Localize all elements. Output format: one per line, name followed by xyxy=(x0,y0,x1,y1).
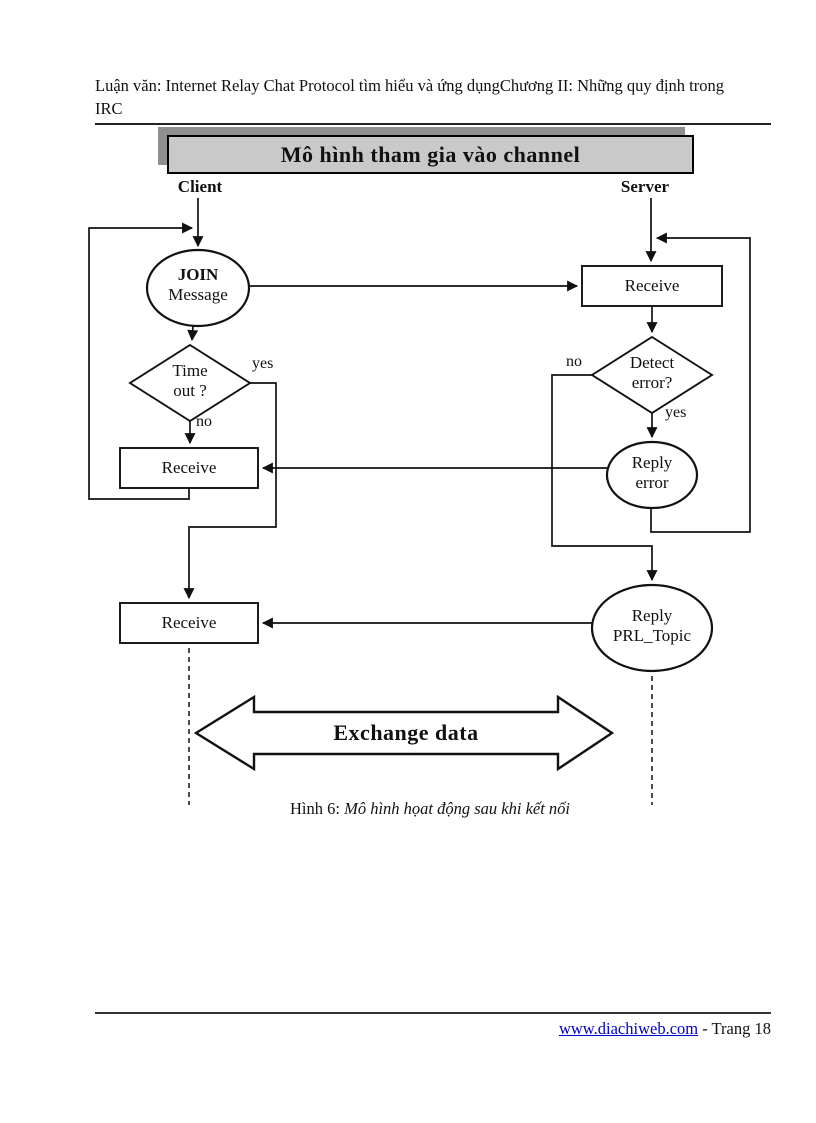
reply-prl-topic-node: Reply PRL_Topic xyxy=(592,606,712,646)
client-receive1-node: Receive xyxy=(161,458,217,477)
footer-divider xyxy=(95,1012,771,1014)
detect-node-line1: Detect xyxy=(629,353,675,372)
edge-client-loop xyxy=(88,222,194,500)
client-receive2-rect-shape xyxy=(119,602,259,644)
client-receive1-rect-shape xyxy=(119,447,259,489)
reply-error-node: Reply error xyxy=(607,453,697,493)
timeout-node-line1: Time xyxy=(172,361,208,380)
client-column-label: Client xyxy=(177,177,223,196)
edge-join-to-timeout xyxy=(187,325,199,342)
timeout-no-label: no xyxy=(196,413,212,430)
figure-caption-prefix: Hình 6: xyxy=(289,799,345,818)
reply-error-line1: Reply xyxy=(631,453,673,472)
exchange-data-label: Exchange data xyxy=(333,719,479,745)
page-footer: www.diachiweb.com - Trang 18 xyxy=(95,1019,771,1039)
timeout-node: Time out ? xyxy=(130,361,250,401)
page-header: Luận văn: Internet Relay Chat Protocol t… xyxy=(95,74,771,125)
server-receive-node: Receive xyxy=(624,276,680,295)
header-line-1: Luận văn: Internet Relay Chat Protocol t… xyxy=(95,76,724,95)
reply-error-line2: error xyxy=(635,473,669,492)
header-line-2: IRC xyxy=(95,99,123,118)
detect-diamond-shape xyxy=(590,335,714,415)
detect-no-label: no xyxy=(566,353,582,370)
edge-server-loop xyxy=(650,232,751,533)
join-node-line1: JOIN xyxy=(177,265,219,284)
figure-caption: Hình 6: Mô hình họat động sau khi kết nố… xyxy=(22,799,816,819)
reply-prl-line1: Reply xyxy=(631,606,673,625)
edge-detect-no xyxy=(551,374,658,582)
reply-prl-line2: PRL_Topic xyxy=(612,626,692,645)
detect-error-node: Detect error? xyxy=(592,353,712,393)
footer-website-link[interactable]: www.diachiweb.com xyxy=(558,1019,699,1038)
reply-error-ellipse-shape xyxy=(605,440,699,510)
join-node-line2: Message xyxy=(168,285,228,304)
timeout-yes-label: yes xyxy=(252,355,274,372)
timeout-node-line2: out ? xyxy=(173,381,207,400)
join-ellipse-shape xyxy=(145,248,251,328)
edge-timeout-yes xyxy=(183,382,277,600)
server-receive-rect-shape xyxy=(581,265,723,307)
footer-page-number: - Trang 18 xyxy=(698,1019,771,1038)
detect-yes-label: yes xyxy=(665,404,687,421)
timeout-diamond-shape xyxy=(128,343,252,423)
server-column-label: Server xyxy=(620,177,670,196)
figure-caption-text: Mô hình họat động sau khi kết nối xyxy=(344,799,571,818)
exchange-data-arrow-shape xyxy=(193,694,615,772)
reply-prl-ellipse-shape xyxy=(590,583,714,673)
join-message-node: JOIN Message xyxy=(148,265,248,305)
diagram-title: Mô hình tham gia vào channel xyxy=(280,141,581,167)
diagram-title-banner: Mô hình tham gia vào channel xyxy=(167,135,694,174)
detect-node-line2: error? xyxy=(631,373,673,392)
client-receive2-node: Receive xyxy=(161,613,217,632)
